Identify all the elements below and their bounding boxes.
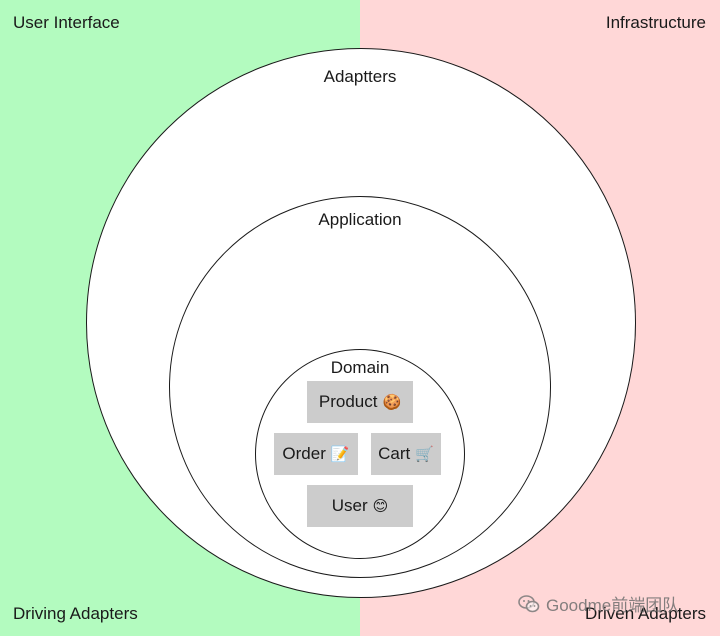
order-label: Order	[282, 444, 326, 463]
cart-label: Cart	[378, 444, 411, 463]
product-label: Product	[318, 392, 378, 411]
order-box: Order 📝	[274, 433, 358, 475]
watermark: Goodme前端团队	[517, 591, 679, 616]
user-label: User	[331, 496, 368, 515]
infrastructure-label: Infrastructure	[605, 13, 706, 32]
watermark-text: Goodme前端团队	[546, 596, 680, 615]
product-box: Product 🍪	[307, 381, 413, 423]
cookie-icon: 🍪	[382, 393, 402, 411]
smiling-face-icon: 😊	[372, 497, 389, 515]
user-box: User 😊	[307, 485, 413, 527]
wechat-icon	[518, 594, 540, 612]
application-ring-label: Application	[318, 210, 402, 229]
memo-icon: 📝	[330, 445, 350, 463]
domain-ring-label: Domain	[330, 358, 390, 377]
cart-box: Cart 🛒	[371, 433, 441, 475]
adapters-ring-label: Adaptters	[323, 67, 397, 86]
shopping-cart-icon: 🛒	[415, 445, 434, 463]
driving-adapters-label: Driving Adapters	[13, 604, 138, 623]
driven-adapters-label: Driven Adapters	[585, 604, 706, 623]
user-interface-label: User Interface	[13, 13, 120, 32]
